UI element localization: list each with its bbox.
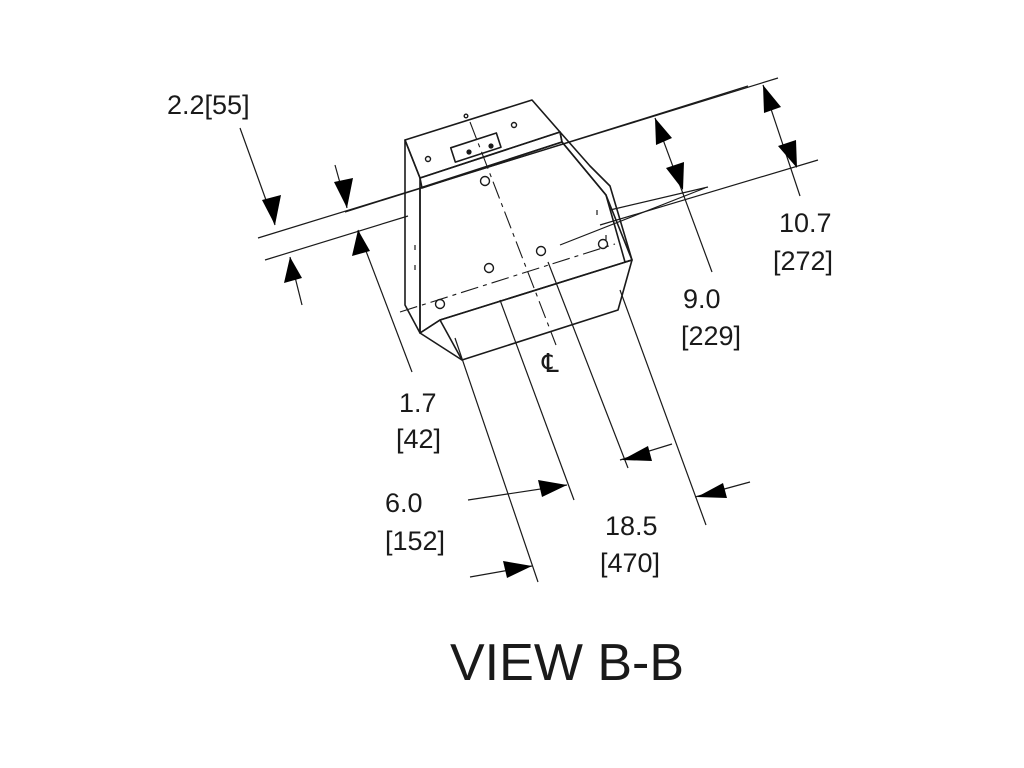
dim-18-5-mm: [470] <box>600 548 660 578</box>
dim-6-0-in: 6.0 <box>385 488 423 518</box>
dim-6-0-mm: [152] <box>385 526 445 556</box>
top-slot <box>449 132 502 163</box>
dim-9-0-mm: [229] <box>681 321 741 351</box>
bottom-box <box>439 259 633 361</box>
dim-10-7-in: 10.7 <box>779 208 832 238</box>
dim-9-0-in: 9.0 <box>683 284 721 314</box>
left-flange <box>404 139 421 334</box>
top-plate-lip <box>419 131 563 189</box>
centerline-symbol: ℄ <box>541 348 559 378</box>
dim-10-7-mm: [272] <box>773 246 833 276</box>
dim-18-5-in: 18.5 <box>605 511 658 541</box>
dimension-labels: 2.2[55] 10.7 [272] 9.0 [229] 1.7 [42] 6.… <box>167 90 833 578</box>
front-face <box>419 141 633 334</box>
hole <box>597 238 609 250</box>
arrowheads <box>262 85 797 578</box>
bottom-box-edge <box>419 319 463 361</box>
hole <box>483 262 495 274</box>
centerline-vertical <box>469 121 557 346</box>
dim-2-2: 2.2[55] <box>167 90 250 120</box>
hole <box>535 245 547 257</box>
view-title: VIEW B-B <box>450 634 684 692</box>
dim-1-7-in: 1.7 <box>399 388 437 418</box>
centerline-holes <box>399 243 616 313</box>
hole <box>479 175 491 187</box>
mounting-holes <box>424 113 609 310</box>
dim-1-7-mm: [42] <box>396 424 441 454</box>
bracket-part <box>399 99 633 361</box>
